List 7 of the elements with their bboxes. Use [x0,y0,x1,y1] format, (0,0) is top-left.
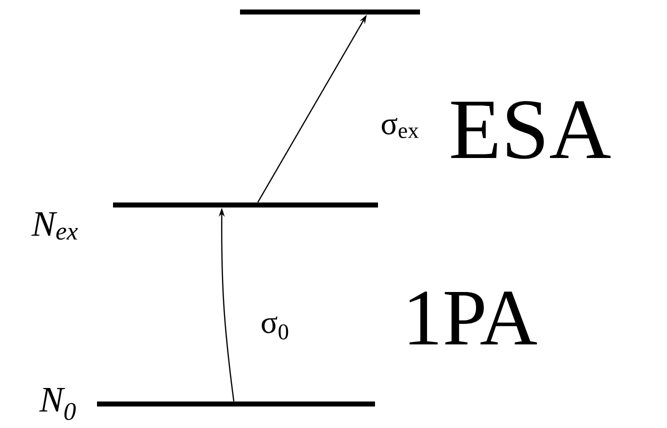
process-label: ESA [451,101,611,159]
energy-level [97,401,375,406]
level-label: N$_{ex}$ [31,212,78,240]
edge-label: σ$_{0}$ [262,316,288,340]
edge-label: σ$_{ex}$ [382,118,419,138]
process-label: 1PA [410,292,537,344]
level-label: N$_{0}$ [39,388,76,420]
